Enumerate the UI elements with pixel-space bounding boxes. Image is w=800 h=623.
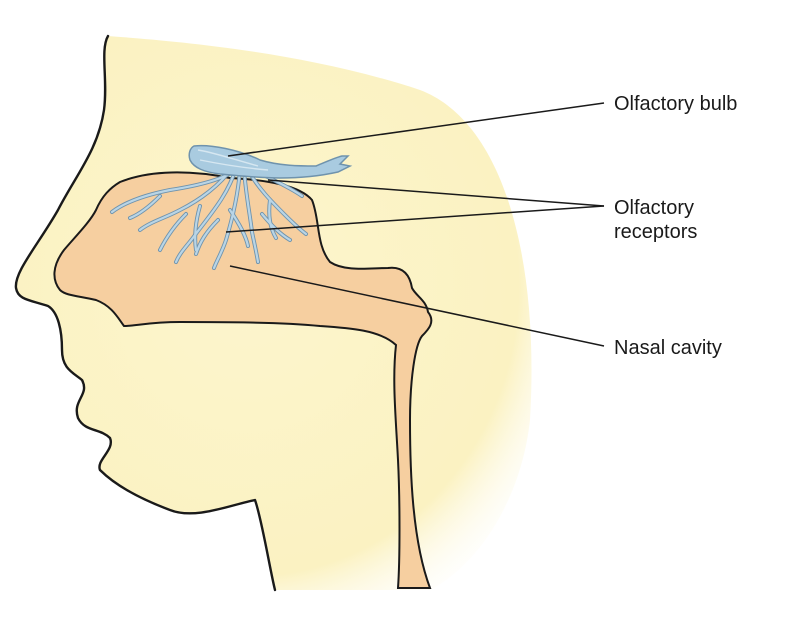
olfactory-receptors-label-line1: Olfactory <box>614 197 695 219</box>
leader-line-receptors-lower <box>225 205 605 233</box>
leader-line-receptors-upper <box>267 179 605 207</box>
olfactory-bulb-label: Olfactory bulb <box>614 93 738 115</box>
leader-line-bulb <box>227 102 605 157</box>
leader-lines <box>225 102 605 347</box>
olfactory-bulb-shape <box>188 144 353 179</box>
olfactory-bulb-detail <box>197 149 269 171</box>
olfactory-receptors-label-line2: receptors <box>614 221 698 243</box>
nasal-cavity-shape <box>53 171 433 589</box>
face-outline <box>14 34 277 592</box>
leader-line-nasal <box>229 265 605 347</box>
olfactory-receptors-label: Olfactory receptors <box>614 196 697 244</box>
nasal-cavity-label: Nasal cavity <box>614 337 722 359</box>
